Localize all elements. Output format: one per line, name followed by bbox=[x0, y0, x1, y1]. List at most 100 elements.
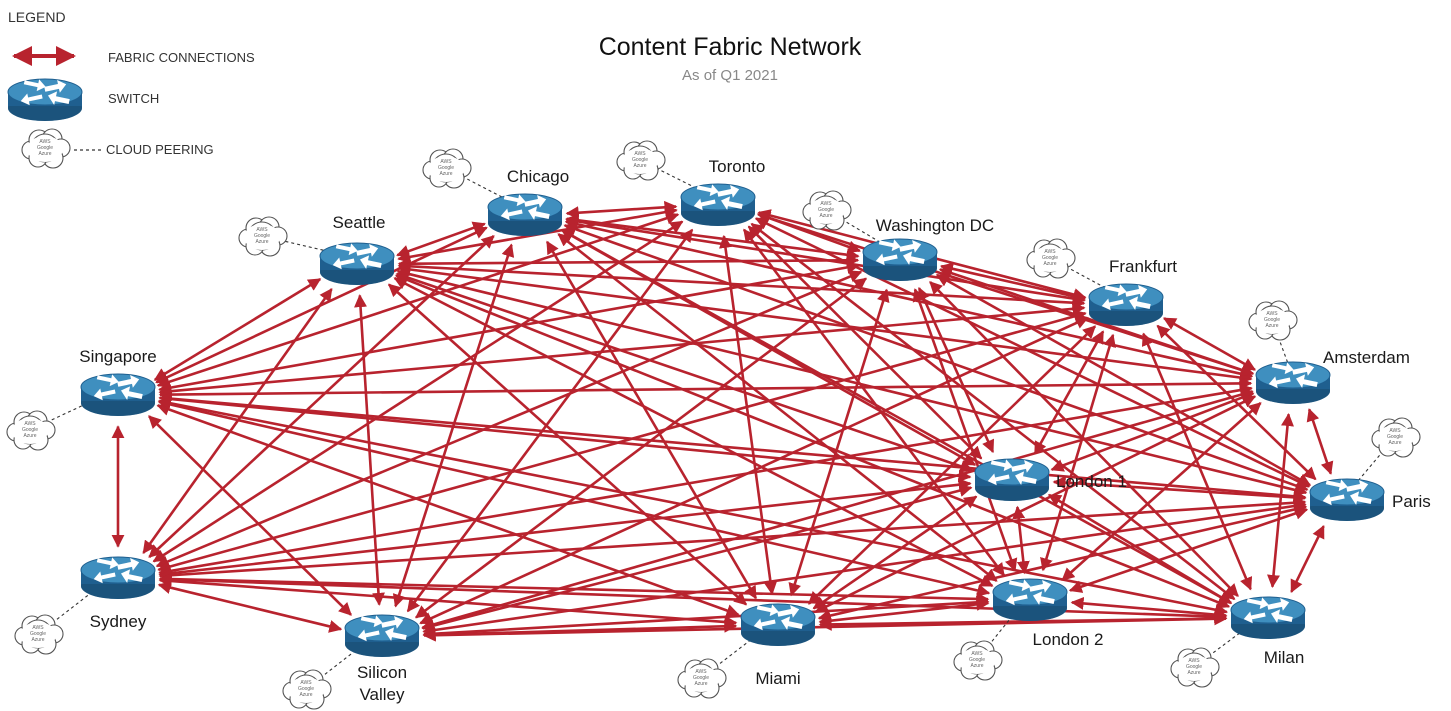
cloud-line: Google bbox=[969, 657, 985, 663]
node-label-amsterdam: Amsterdam bbox=[1323, 348, 1410, 367]
cloud-line: Google bbox=[632, 157, 648, 163]
cloud-line: Google bbox=[1186, 664, 1202, 670]
fabric-connections bbox=[111, 200, 1334, 642]
cloud-line: Azure bbox=[970, 663, 983, 669]
connection-washington-singapore bbox=[158, 261, 860, 394]
cloud-line: Azure bbox=[439, 171, 452, 177]
cloud-line: Google bbox=[1264, 317, 1280, 323]
switch-icon-milan[interactable] bbox=[1230, 594, 1306, 639]
switch-icon-toronto[interactable] bbox=[680, 181, 756, 226]
connection-singapore-amsterdam bbox=[158, 376, 1253, 402]
cloud-line: Azure bbox=[1388, 440, 1401, 446]
connection-london2-milan bbox=[1070, 596, 1228, 622]
connection-seattle-paris bbox=[396, 267, 1308, 497]
cloud-line: Azure bbox=[633, 163, 646, 169]
connection-washington-miami bbox=[788, 288, 890, 597]
node-label-milan: Milan bbox=[1264, 648, 1305, 667]
connection-seattle-london1 bbox=[395, 271, 974, 473]
switch-icon-paris[interactable] bbox=[1309, 476, 1385, 521]
node-label-frankfurt: Frankfurt bbox=[1109, 257, 1177, 276]
switch-icon-silicon[interactable] bbox=[344, 612, 420, 657]
diagram-subtitle: As of Q1 2021 bbox=[682, 67, 778, 84]
cloud-line: AWS bbox=[1266, 311, 1278, 317]
cloud-line: Google bbox=[37, 145, 53, 151]
switch-icon-london1[interactable] bbox=[974, 456, 1050, 501]
connection-toronto-singapore bbox=[156, 211, 680, 389]
cloud-line: Azure bbox=[38, 151, 51, 157]
cloud-line: AWS bbox=[1389, 428, 1401, 434]
cloud-line: AWS bbox=[440, 159, 452, 165]
legend-switch-label: SWITCH bbox=[108, 91, 159, 106]
cloud-line: Google bbox=[298, 686, 314, 692]
cloud-line: AWS bbox=[1188, 658, 1200, 664]
connection-chicago-singapore bbox=[155, 226, 488, 384]
cloud-line: Azure bbox=[1043, 261, 1056, 267]
switch-icon-miami[interactable] bbox=[740, 601, 816, 646]
cloud-line: Google bbox=[254, 233, 270, 239]
cloud-line: AWS bbox=[39, 139, 51, 145]
cloud-line: AWS bbox=[32, 625, 44, 631]
switch-icon-washington[interactable] bbox=[862, 236, 938, 281]
switches bbox=[80, 181, 1385, 657]
cloud-line: Azure bbox=[299, 692, 312, 698]
cloud-line: AWS bbox=[695, 669, 707, 675]
diagram-title: Content Fabric Network bbox=[599, 33, 862, 61]
node-label-london1: London 1 bbox=[1056, 472, 1127, 491]
connection-london1-paris bbox=[1052, 476, 1307, 504]
legend-cloud-label: CLOUD PEERING bbox=[106, 142, 214, 157]
cloud-line: AWS bbox=[1044, 249, 1056, 255]
switch-icon-singapore[interactable] bbox=[80, 371, 156, 416]
switch-icon-frankfurt[interactable] bbox=[1088, 281, 1164, 326]
switch-icon-sydney[interactable] bbox=[80, 554, 156, 599]
switch-icon-london2[interactable] bbox=[992, 576, 1068, 621]
cloud-line: Google bbox=[30, 631, 46, 637]
connection-frankfurt-singapore bbox=[158, 302, 1086, 398]
connection-london1-miami bbox=[812, 495, 978, 610]
switch-icon-chicago[interactable] bbox=[487, 191, 563, 236]
cloud-line: AWS bbox=[24, 421, 36, 427]
connection-london1-london2 bbox=[1012, 505, 1030, 575]
legend: LEGEND FABRIC CONNECTIONS SWITCH AWSGoog… bbox=[7, 9, 255, 169]
cloud-line: AWS bbox=[971, 651, 983, 657]
legend-switch-shape[interactable] bbox=[7, 76, 83, 121]
switch-icon-amsterdam[interactable] bbox=[1255, 359, 1331, 404]
cloud-line: Google bbox=[818, 207, 834, 213]
node-label-washington: Washington DC bbox=[876, 216, 994, 235]
legend-switch-icon bbox=[7, 76, 83, 121]
connection-toronto-milan bbox=[750, 222, 1236, 601]
node-label-paris: Paris bbox=[1392, 492, 1431, 511]
node-label-singapore: Singapore bbox=[79, 347, 157, 366]
node-label-toronto: Toronto bbox=[709, 157, 766, 176]
node-label-seattle: Seattle bbox=[333, 213, 386, 232]
node-label-chicago: Chicago bbox=[507, 167, 569, 186]
node-label-miami: Miami bbox=[755, 669, 800, 688]
cloud-line: Google bbox=[1042, 255, 1058, 261]
cloud-line: Google bbox=[22, 427, 38, 433]
cloud-line: Azure bbox=[255, 239, 268, 245]
node-label-sydney: Sydney bbox=[90, 612, 147, 631]
connection-singapore-london2 bbox=[157, 398, 991, 597]
connection-washington-london1 bbox=[917, 286, 995, 454]
switch-icon-seattle[interactable] bbox=[319, 240, 395, 285]
cloud-line: Google bbox=[438, 165, 454, 171]
cloud-line: Google bbox=[1387, 434, 1403, 440]
cloud-line: AWS bbox=[256, 227, 268, 233]
cloud-line: AWS bbox=[820, 201, 832, 207]
cloud-line: Azure bbox=[23, 433, 36, 439]
cloud-line: AWS bbox=[634, 151, 646, 157]
cloud-line: Azure bbox=[819, 213, 832, 219]
legend-fabric-label: FABRIC CONNECTIONS bbox=[108, 50, 255, 65]
